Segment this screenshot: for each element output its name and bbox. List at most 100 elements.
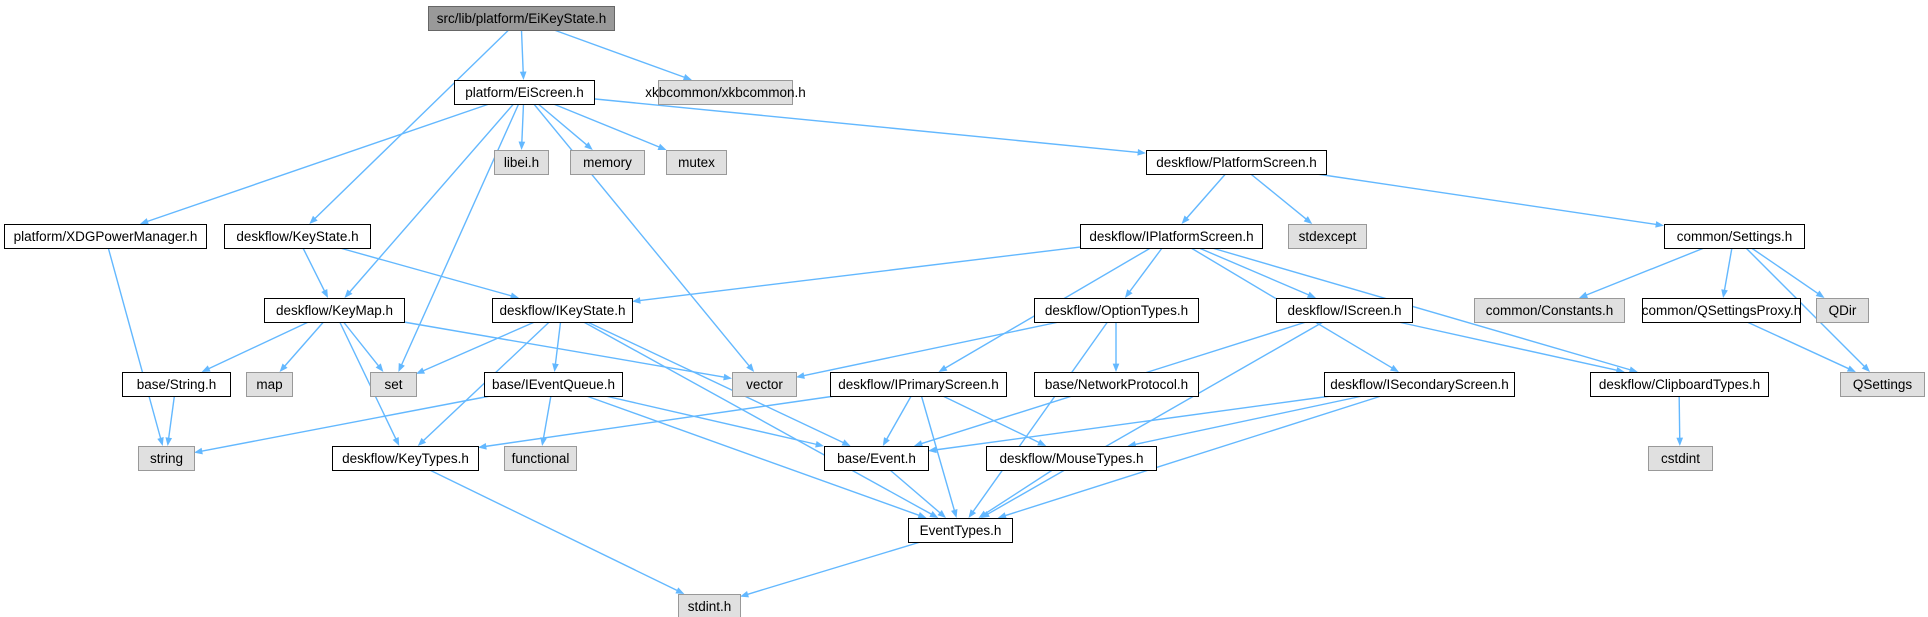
edge-settings-to-constants	[1579, 247, 1705, 298]
arrow-head-icon	[746, 363, 755, 372]
node-platformscreen[interactable]: deskflow/PlatformScreen.h	[1146, 150, 1327, 175]
node-label: vector	[746, 377, 783, 392]
edge-line	[339, 247, 512, 297]
node-mutex: mutex	[666, 150, 727, 175]
edge-eventtypes-to-stdint	[740, 541, 921, 598]
arrow-head-icon	[344, 289, 353, 298]
node-label: base/NetworkProtocol.h	[1045, 377, 1188, 392]
arrow-head-icon	[392, 437, 400, 446]
arrow-head-icon	[682, 74, 692, 81]
node-string: string	[138, 446, 195, 471]
node-label: base/Event.h	[837, 451, 916, 466]
edge-line	[429, 469, 678, 592]
node-label: deskflow/IPlatformScreen.h	[1089, 229, 1253, 244]
edge-line	[942, 395, 1040, 444]
edges-layer	[107, 29, 1870, 598]
arrow-head-icon	[815, 440, 824, 448]
arrow-head-icon	[321, 289, 328, 298]
arrow-head-icon	[978, 510, 988, 518]
node-label: xkbcommon/xkbcommon.h	[645, 85, 806, 100]
edge-line	[747, 541, 921, 596]
edge-line	[520, 29, 524, 73]
node-qsettingsproxy[interactable]: common/QSettingsProxy.h	[1642, 298, 1802, 323]
node-xkb: xkbcommon/xkbcommon.h	[645, 80, 806, 105]
arrow-head-icon	[584, 142, 593, 150]
arrow-head-icon	[1037, 439, 1047, 446]
node-eiscreen[interactable]: platform/EiScreen.h	[454, 80, 595, 105]
edge-isecondaryscreen-to-event	[928, 395, 1332, 454]
edge-line	[422, 321, 535, 372]
edge-eiscreen-to-vector	[533, 103, 755, 372]
arrow-head-icon	[552, 363, 559, 372]
node-iscreen[interactable]: deskflow/IScreen.h	[1276, 298, 1413, 323]
arrow-head-icon	[1861, 363, 1870, 372]
edge-line	[1723, 247, 1733, 291]
edge-line	[1751, 247, 1819, 295]
arrow-head-icon	[1137, 149, 1146, 156]
node-box	[666, 150, 727, 175]
edge-settings-to-qsettingsproxy	[1721, 247, 1733, 298]
node-isecondaryscreen[interactable]: deskflow/ISecondaryScreen.h	[1324, 372, 1515, 397]
edge-iplatformscreen-to-clipboardtypes	[1211, 247, 1638, 373]
node-iplatformscreen[interactable]: deskflow/IPlatformScreen.h	[1080, 224, 1263, 249]
node-stdexcept: stdexcept	[1288, 224, 1367, 249]
arrow-head-icon	[1579, 291, 1588, 298]
node-event[interactable]: base/Event.h	[824, 446, 929, 471]
node-keymap[interactable]: deskflow/KeyMap.h	[264, 298, 405, 323]
edge-line	[521, 103, 525, 143]
node-box	[1474, 298, 1625, 323]
node-keystate[interactable]: deskflow/KeyState.h	[224, 224, 371, 249]
node-label: common/QSettingsProxy.h	[1642, 303, 1802, 318]
node-clipboardtypes[interactable]: deskflow/ClipboardTypes.h	[1590, 372, 1769, 397]
arrow-head-icon	[416, 367, 425, 374]
node-ikeystate[interactable]: deskflow/IKeyState.h	[492, 298, 633, 323]
edge-keytypes-to-stdint	[429, 469, 685, 594]
node-map: map	[246, 372, 293, 397]
node-networkprotocol[interactable]: base/NetworkProtocol.h	[1034, 372, 1199, 397]
node-box	[428, 6, 615, 31]
node-label: deskflow/ClipboardTypes.h	[1599, 377, 1760, 392]
node-label: deskflow/KeyTypes.h	[342, 451, 469, 466]
edge-line	[1398, 321, 1618, 372]
node-settings[interactable]: common/Settings.h	[1664, 224, 1805, 249]
node-ieventqueue[interactable]: base/IEventQueue.h	[484, 372, 623, 397]
edge-optiontypes-to-eventtypes	[968, 321, 1109, 518]
edge-event-to-eventtypes	[889, 469, 946, 518]
node-box	[504, 446, 577, 471]
edge-line	[485, 395, 835, 448]
node-label: string	[150, 451, 183, 466]
arrow-head-icon	[1721, 289, 1728, 298]
edge-line	[1134, 395, 1363, 446]
node-box	[4, 224, 207, 249]
edge-line	[586, 395, 920, 517]
node-basestring[interactable]: base/String.h	[122, 372, 231, 397]
node-box	[454, 80, 595, 105]
node-optiontypes[interactable]: deskflow/OptionTypes.h	[1034, 298, 1199, 323]
node-libei: libei.h	[494, 150, 549, 175]
node-box	[824, 446, 929, 471]
node-mousetypes[interactable]: deskflow/MouseTypes.h	[986, 446, 1157, 471]
node-iprimaryscreen[interactable]: deskflow/IPrimaryScreen.h	[830, 372, 1007, 397]
edge-line	[554, 321, 562, 365]
node-box	[1648, 446, 1713, 471]
arrow-head-icon	[917, 512, 927, 519]
edge-line	[542, 395, 552, 439]
node-eventtypes[interactable]: EventTypes.h	[908, 518, 1013, 543]
arrow-head-icon	[1303, 216, 1313, 224]
node-box	[1034, 372, 1199, 397]
edge-ikeystate-to-event	[587, 321, 851, 446]
node-box	[264, 298, 405, 323]
arrow-head-icon	[519, 71, 527, 80]
arrow-head-icon	[723, 373, 732, 381]
node-stdint: stdint.h	[678, 594, 741, 617]
node-box	[332, 446, 479, 471]
edge-line	[587, 321, 844, 444]
node-box	[1288, 224, 1367, 249]
node-xdg[interactable]: platform/XDGPowerManager.h	[4, 224, 207, 249]
node-label: common/Constants.h	[1486, 303, 1614, 318]
nodes-layer: src/lib/platform/EiKeyState.hplatform/Ei…	[4, 6, 1925, 617]
node-box	[1664, 224, 1805, 249]
edge-line	[537, 103, 588, 146]
node-keytypes[interactable]: deskflow/KeyTypes.h	[332, 446, 479, 471]
arrow-head-icon	[951, 509, 958, 518]
